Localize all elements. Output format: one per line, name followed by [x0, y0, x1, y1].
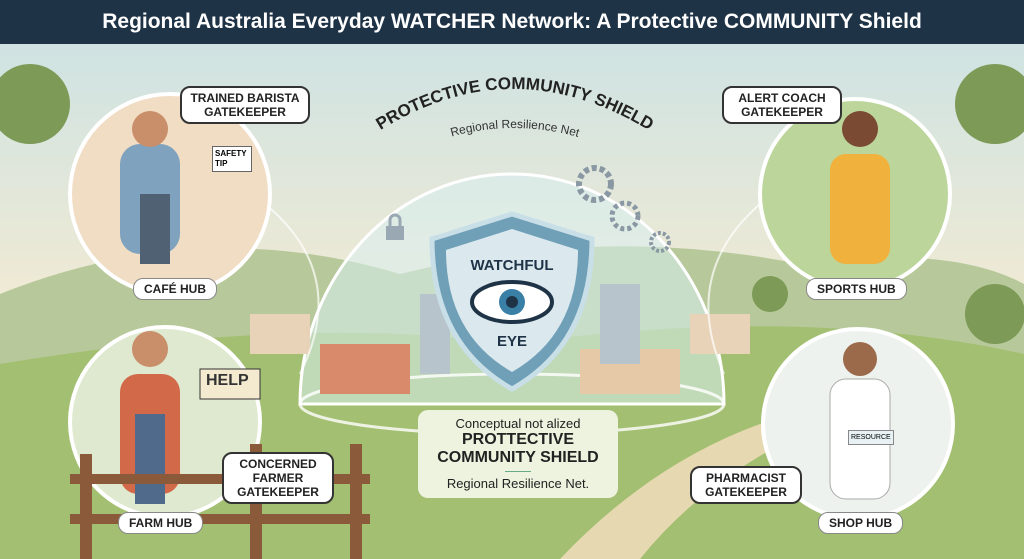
shield-top-text: WATCHFUL	[470, 257, 553, 274]
note-line-2: PROTTECTIVE	[461, 431, 574, 448]
lock-icon	[386, 213, 404, 240]
cafe-hub-circle	[68, 92, 272, 296]
note-line-1: Conceptual not alized	[455, 416, 581, 431]
shield: WATCHFUL EYE	[429, 211, 595, 392]
sports-hub-label: SPORTS HUB	[806, 278, 907, 300]
note-line-4: Regional Resilience Net.	[446, 476, 590, 491]
shield-bottom-text: EYE	[497, 333, 527, 350]
cafe-hub-label: CAFÉ HUB	[133, 278, 217, 300]
cafe-role-bubble: TRAINED BARISTA GATEKEEPER	[180, 86, 310, 124]
help-sign: HELP	[206, 372, 249, 389]
coach-role-bubble: ALERT COACH GATEKEEPER	[722, 86, 842, 124]
path	[560, 424, 800, 559]
farm-hub-label: FARM HUB	[118, 512, 204, 534]
resource-card: RESOURCE	[848, 430, 894, 445]
concept-note-card: Conceptual not alized PROTTECTIVE COMMUN…	[418, 410, 618, 498]
town	[250, 284, 750, 394]
farm-hub-circle	[68, 325, 262, 519]
shop-hub-label: SHOP HUB	[818, 512, 904, 534]
note-divider	[505, 471, 531, 472]
safety-tip-card: SAFETY TIP	[212, 146, 252, 172]
sports-hub-circle	[758, 97, 952, 291]
page-title: Regional Australia Everyday WATCHER Netw…	[0, 0, 1024, 44]
pharmacist-role-bubble: PHARMACIST GATEKEEPER	[690, 466, 802, 504]
tree	[0, 64, 1024, 344]
gear-icon	[576, 165, 671, 253]
note-line-3: COMMUNITY SHIELD	[437, 449, 599, 466]
farmer-role-bubble: CONCERNED FARMER GATEKEEPER	[222, 452, 334, 504]
